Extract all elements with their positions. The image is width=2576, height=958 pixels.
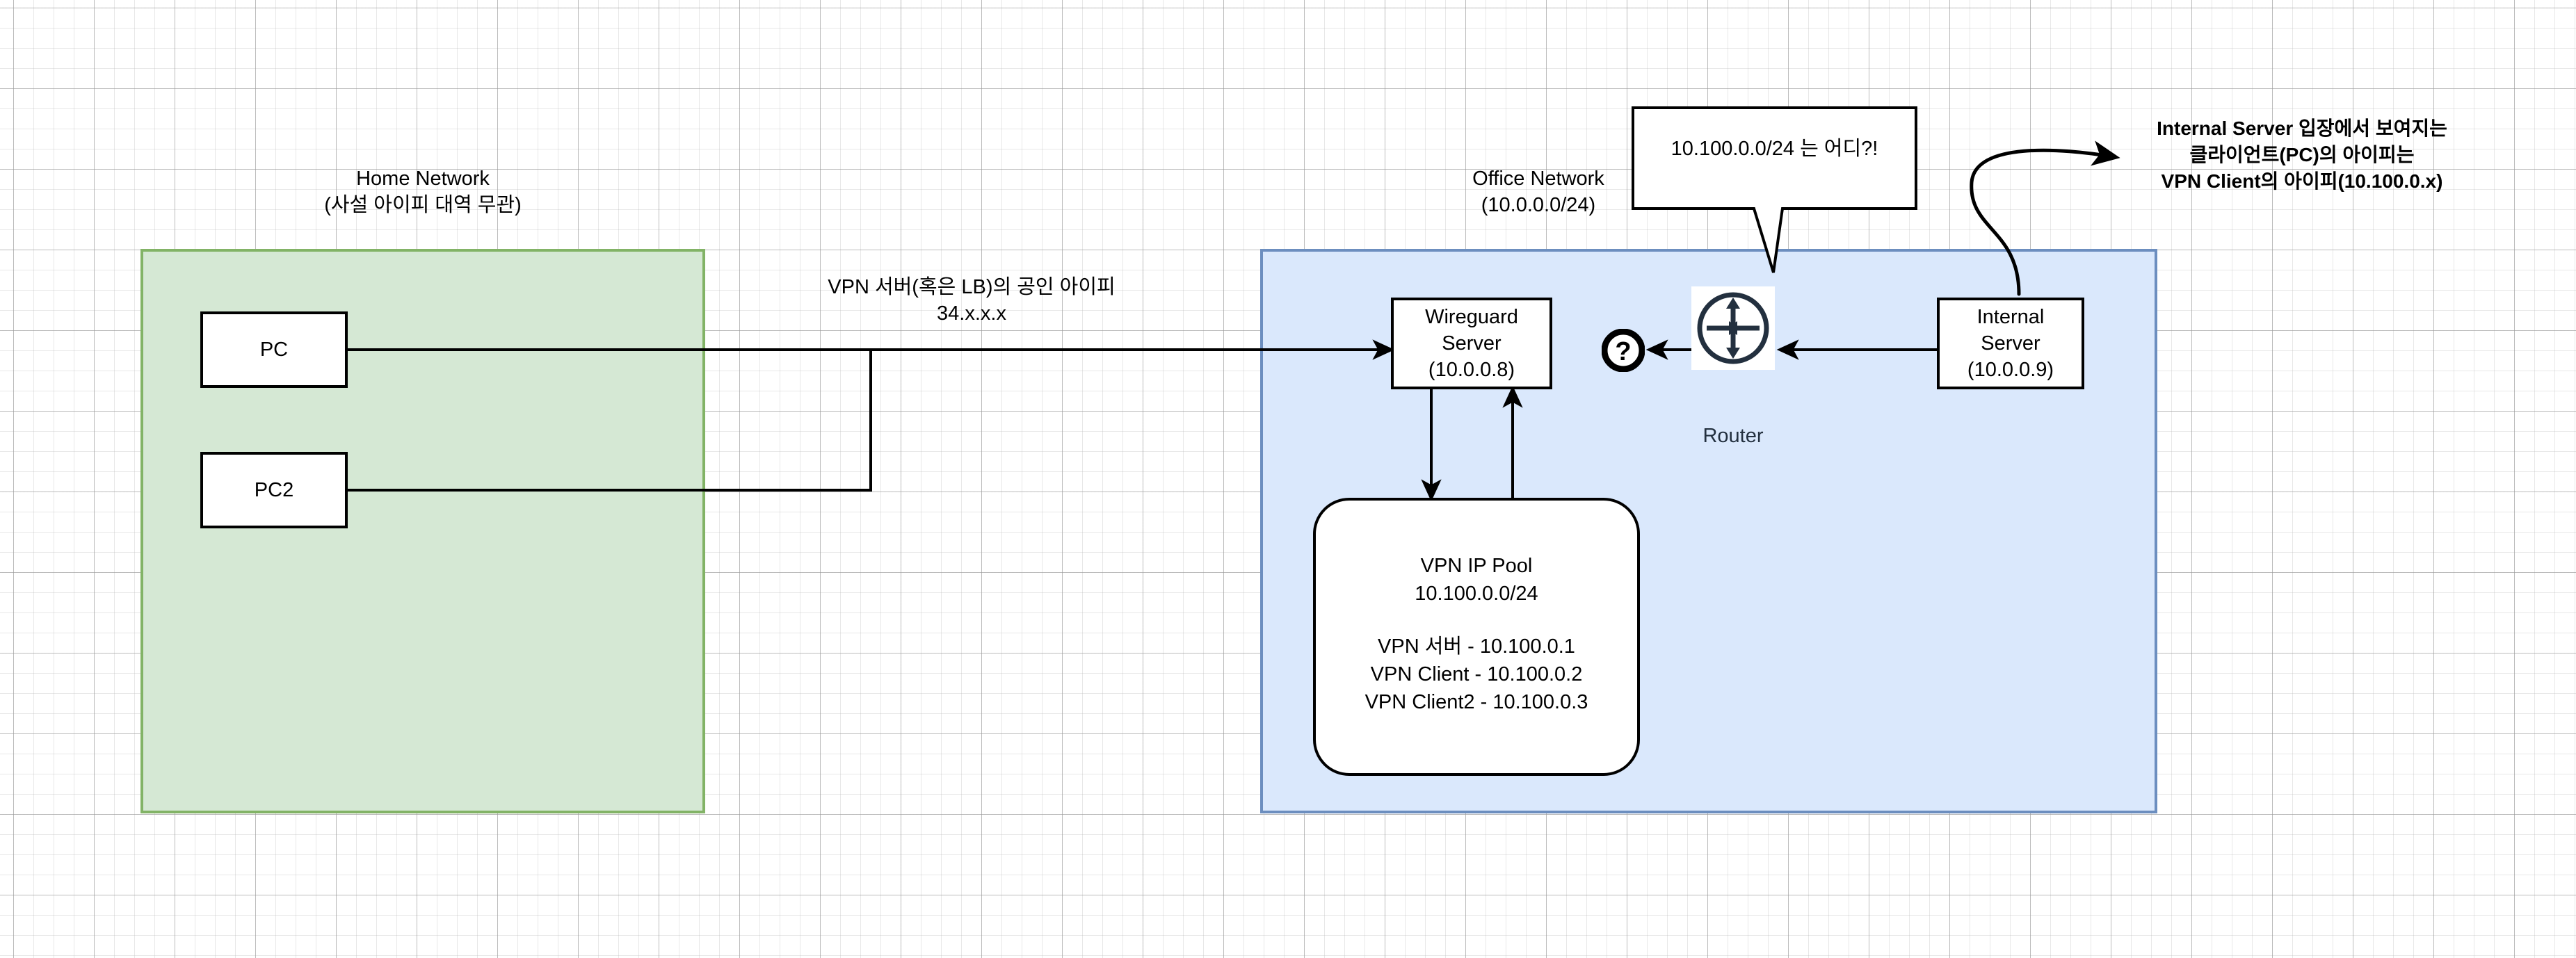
callout-text: 10.100.0.0/24 는 어디?!	[1671, 138, 1878, 160]
annotation-note-line-2: 클라이언트(PC)의 아이피는	[2189, 144, 2415, 165]
wireguard-line-2: Server	[1442, 332, 1502, 355]
internal-server-line-2: Server	[1981, 332, 2040, 355]
public-ip-line-1: VPN 서버(혹은 LB)의 공인 아이피	[828, 276, 1116, 298]
internal-server-line-1: Internal	[1977, 306, 2045, 328]
public-ip-line-2: 34.x.x.x	[937, 302, 1006, 325]
wireguard-line-1: Wireguard	[1425, 306, 1518, 328]
vpn-pool-entry-1: VPN Client - 10.100.0.2	[1370, 663, 1583, 685]
office-network-caption: Office Network (10.0.0.0/24)	[1260, 165, 1817, 218]
wireguard-line-3: (10.0.0.8)	[1428, 359, 1515, 381]
home-network-subtitle: (사설 아이피 대역 무관)	[324, 194, 522, 216]
node-wireguard-server[interactable]: Wireguard Server (10.0.0.8)	[1391, 298, 1552, 389]
annotation-note: Internal Server 입장에서 보여지는 클라이언트(PC)의 아이피…	[2114, 115, 2490, 195]
annotation-note-line-3: VPN Client의 아이피(10.100.0.x)	[2161, 170, 2443, 192]
node-pc-label: PC	[259, 339, 289, 361]
office-network-subtitle: (10.0.0.0/24)	[1481, 194, 1596, 216]
vpn-pool-title: VPN IP Pool	[1420, 555, 1533, 577]
router-label: Router	[1702, 425, 1764, 447]
vpn-pool-cidr: 10.100.0.0/24	[1415, 583, 1538, 605]
home-network-caption: Home Network (사설 아이피 대역 무관)	[145, 165, 701, 218]
node-pc2-label: PC2	[254, 479, 294, 501]
vpn-pool-entry-2: VPN Client2 - 10.100.0.3	[1365, 691, 1588, 713]
internal-server-line-3: (10.0.0.9)	[1967, 359, 2054, 381]
office-network-title: Office Network	[1472, 168, 1604, 190]
router-icon[interactable]	[1691, 286, 1775, 370]
node-vpn-ip-pool[interactable]: VPN IP Pool 10.100.0.0/24 VPN 서버 - 10.10…	[1313, 498, 1640, 776]
node-internal-server[interactable]: Internal Server (10.0.0.9)	[1937, 298, 2084, 389]
node-pc[interactable]: PC	[200, 311, 348, 388]
annotation-note-line-1: Internal Server 입장에서 보여지는	[2157, 117, 2447, 139]
node-pc2[interactable]: PC2	[200, 452, 348, 528]
vpn-pool-entry-0: VPN 서버 - 10.100.0.1	[1378, 635, 1575, 658]
home-network-title: Home Network	[356, 168, 490, 190]
question-mark-glyph: ?	[1615, 337, 1631, 366]
question-mark-icon: ?	[1602, 329, 1645, 372]
public-ip-label: VPN 서버(혹은 LB)의 공인 아이피 34.x.x.x	[714, 274, 1229, 327]
